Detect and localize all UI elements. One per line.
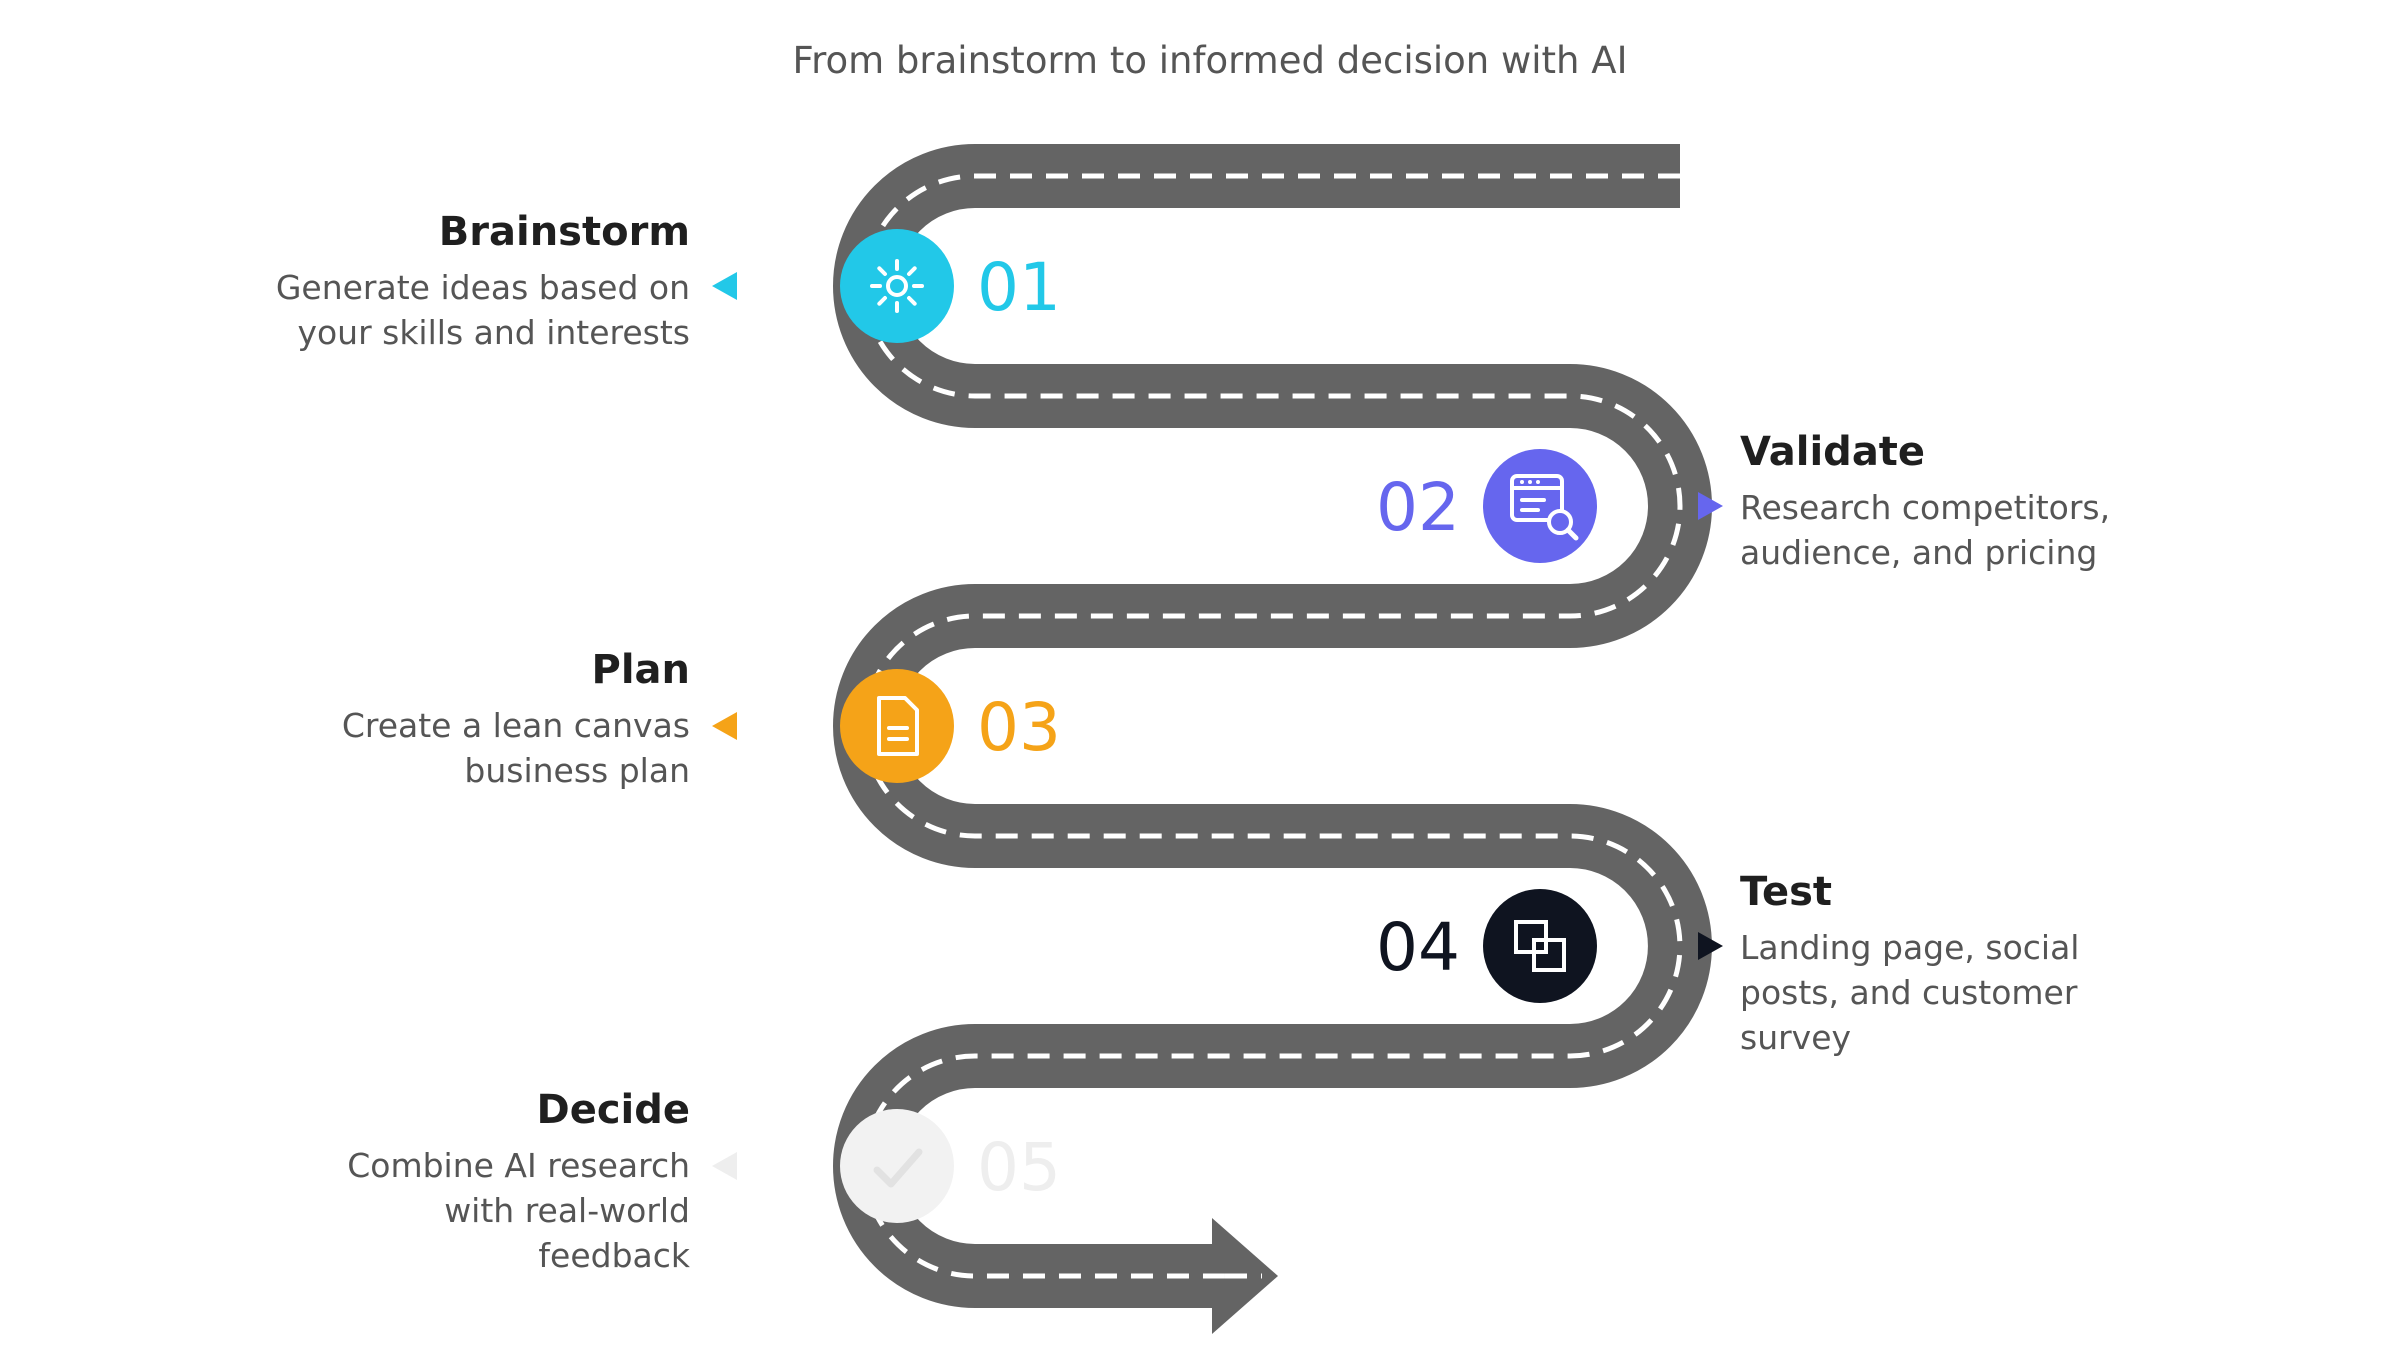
document-search-icon [1510, 474, 1579, 541]
step-5-number: 05 [977, 1129, 1061, 1206]
step-5-text: Decide Combine AI research with real-wor… [50, 1083, 690, 1278]
step-2-number: 02 [1376, 469, 1460, 546]
step-1-pointer [712, 272, 737, 300]
road-dashed-line [862, 173, 1683, 1279]
step-3-pointer [712, 712, 737, 740]
diagram-title: From brainstorm to informed decision wit… [792, 39, 1628, 82]
step-1-badge [840, 229, 954, 343]
step-2-text: Validate Research competitors, audience,… [1740, 425, 2380, 575]
step-4-description: Landing page, social posts, and customer… [1740, 928, 2080, 1057]
step-2-marker: 02 [1376, 449, 1723, 563]
overlap-squares-icon [1514, 920, 1566, 972]
step-3-number: 03 [977, 689, 1061, 766]
step-3-description: Create a lean canvas business plan [341, 706, 690, 790]
step-2-title: Validate [1740, 429, 1926, 475]
step-4-number: 04 [1376, 909, 1460, 986]
step-4-title: Test [1740, 869, 1833, 915]
step-1-number: 01 [977, 249, 1061, 326]
step-3-marker: 03 [712, 669, 1061, 783]
step-2-pointer [1698, 492, 1723, 520]
step-1-description: Generate ideas based on your skills and … [275, 268, 690, 352]
check-icon [873, 1148, 923, 1188]
step-4-pointer [1698, 932, 1723, 960]
step-4-badge [1483, 889, 1597, 1003]
step-2-description: Research competitors, audience, and pric… [1740, 488, 2111, 572]
step-5-pointer [712, 1152, 737, 1180]
lightbulb-sun-icon [870, 259, 924, 313]
step-3-title: Plan [591, 647, 691, 693]
step-5-description: Combine AI research with real-world feed… [347, 1146, 690, 1275]
step-5-marker: 05 [712, 1109, 1061, 1223]
step-1-marker: 01 [712, 229, 1061, 343]
step-4-text: Test Landing page, social posts, and cus… [1740, 865, 2380, 1060]
step-2-badge [1483, 449, 1597, 563]
document-icon [877, 696, 919, 756]
step-3-text: Plan Create a lean canvas business plan [50, 643, 690, 793]
step-1-title: Brainstorm [438, 209, 690, 255]
step-4-marker: 04 [1376, 889, 1723, 1003]
step-1-text: Brainstorm Generate ideas based on your … [50, 205, 690, 355]
step-5-title: Decide [536, 1087, 690, 1133]
step-5-badge [840, 1109, 954, 1223]
